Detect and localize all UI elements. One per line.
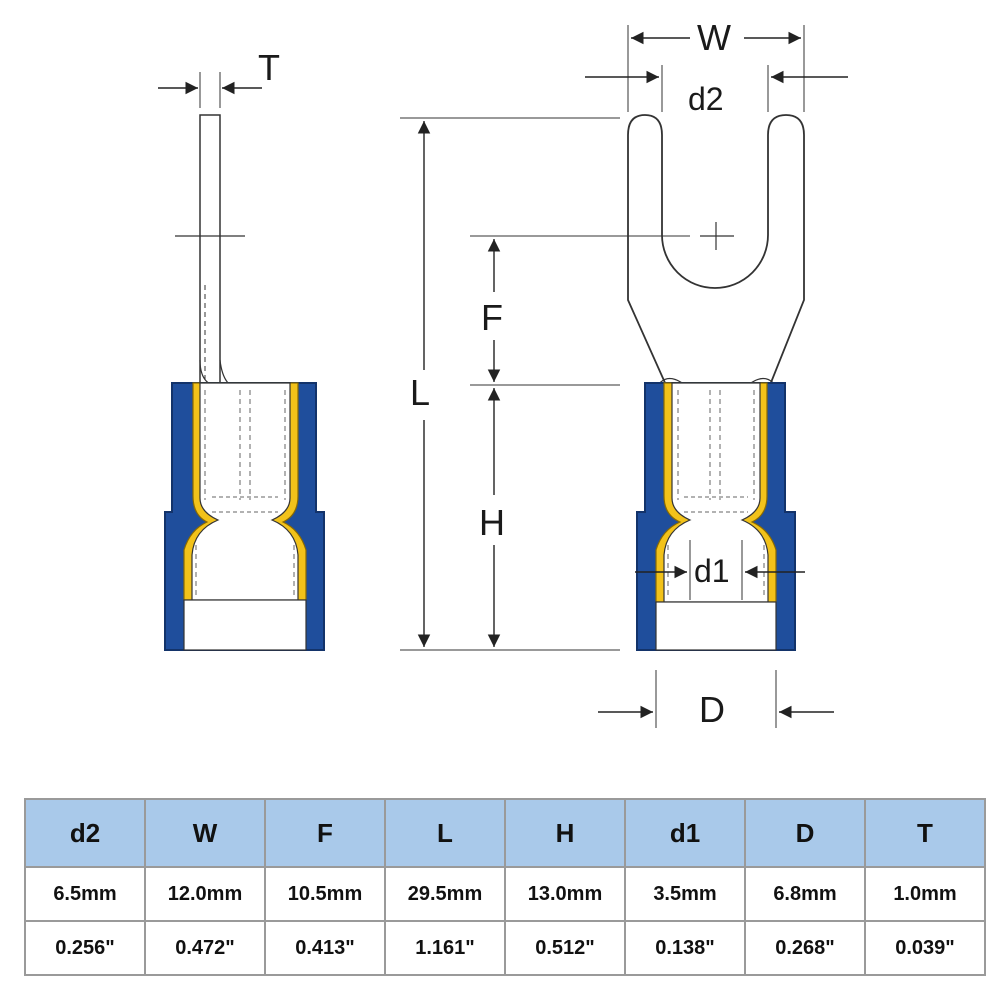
side-blade <box>199 114 221 391</box>
header-D: D <box>744 798 866 868</box>
label-H: H <box>479 502 505 543</box>
table-row: 0.256" 0.472" 0.413" 1.161" 0.512" 0.138… <box>24 920 986 976</box>
table-cell: 13.0mm <box>504 866 626 922</box>
table-cell: 10.5mm <box>264 866 386 922</box>
table-cell: 12.0mm <box>144 866 266 922</box>
front-view: W d2 L F H d1 D <box>400 17 848 730</box>
table-cell: 29.5mm <box>384 866 506 922</box>
header-d2: d2 <box>24 798 146 868</box>
table-cell: 0.039" <box>864 920 986 976</box>
header-L: L <box>384 798 506 868</box>
table-cell: 0.472" <box>144 920 266 976</box>
label-W: W <box>697 17 731 58</box>
header-W: W <box>144 798 266 868</box>
table-cell: 1.0mm <box>864 866 986 922</box>
table-cell: 1.161" <box>384 920 506 976</box>
table-cell: 0.138" <box>624 920 746 976</box>
table-cell: 0.268" <box>744 920 866 976</box>
table-header-row: d2 W F L H d1 D T <box>24 798 986 868</box>
label-d2: d2 <box>688 81 724 117</box>
spec-table: d2 W F L H d1 D T 6.5mm 12.0mm 10.5mm 29… <box>24 798 986 976</box>
label-F: F <box>481 297 503 338</box>
side-barrel <box>191 382 299 601</box>
table-cell: 6.5mm <box>24 866 146 922</box>
header-T: T <box>864 798 986 868</box>
table-cell: 0.512" <box>504 920 626 976</box>
side-view: T <box>158 47 325 651</box>
label-L: L <box>410 372 430 413</box>
label-T: T <box>258 47 280 88</box>
table-cell: 6.8mm <box>744 866 866 922</box>
table-row: 6.5mm 12.0mm 10.5mm 29.5mm 13.0mm 3.5mm … <box>24 866 986 922</box>
table-cell: 0.256" <box>24 920 146 976</box>
label-D: D <box>699 689 725 730</box>
header-F: F <box>264 798 386 868</box>
fork-tongue <box>627 114 805 386</box>
table-cell: 0.413" <box>264 920 386 976</box>
terminal-diagram: T W d2 <box>158 17 848 730</box>
label-d1: d1 <box>694 553 730 589</box>
header-d1: d1 <box>624 798 746 868</box>
header-H: H <box>504 798 626 868</box>
table-cell: 3.5mm <box>624 866 746 922</box>
